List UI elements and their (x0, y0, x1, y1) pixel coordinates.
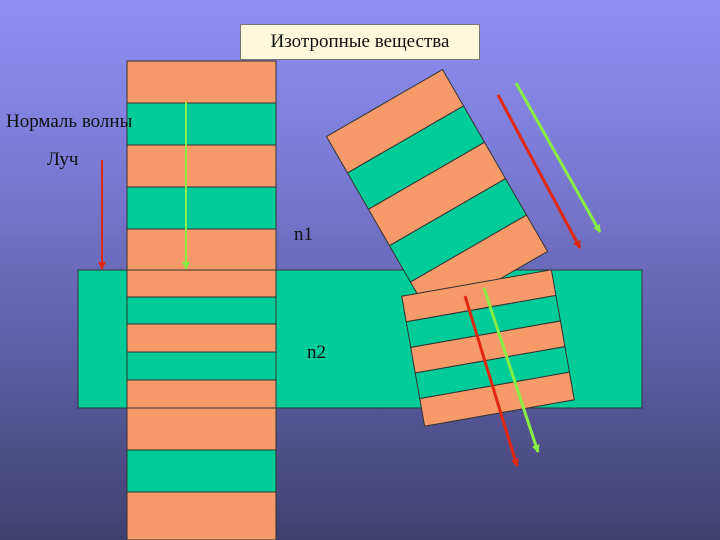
vertical-wavefront-column (126, 60, 277, 540)
ray-arrow-n2 (463, 295, 519, 467)
wave-normal-arrow-n1 (514, 82, 602, 233)
tilted-wavefront-column-n2 (401, 269, 575, 427)
wave-normal-arrow-n2 (482, 287, 540, 453)
wave-normal-label: Нормаль волны (6, 111, 133, 132)
title-box: Изотропные вещества (240, 24, 480, 60)
n2-label: n2 (307, 342, 326, 363)
n1-label: n1 (294, 224, 313, 245)
tilted-wavefront-column-n1 (325, 68, 549, 320)
title-text: Изотропные вещества (270, 31, 450, 52)
ray-arrow-n1 (496, 94, 582, 249)
ray-label: Луч (47, 149, 79, 170)
